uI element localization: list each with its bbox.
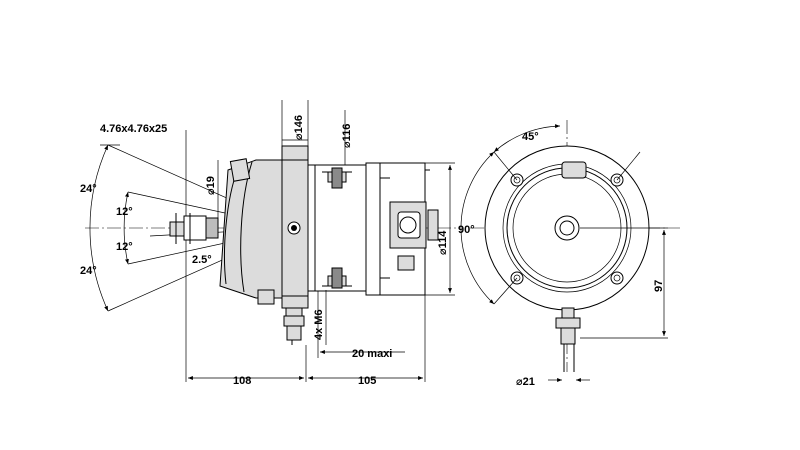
flange xyxy=(281,145,309,309)
length-rear-label: 105 xyxy=(358,375,376,387)
angle-12-lower: 12° xyxy=(116,241,133,253)
shaft-tip xyxy=(169,213,219,244)
bolt-angle-label: 45° xyxy=(522,131,539,143)
outlet-dia-label: ⌀21 xyxy=(516,376,535,388)
dia-116-label: ⌀116 xyxy=(341,124,353,148)
dia-19-label: ⌀19 xyxy=(205,176,217,195)
side-view: 4.76x4.76x25 24° 12° 12° 24° 2.5° ⌀19 ⌀1… xyxy=(80,100,460,387)
dia-146-label: ⌀146 xyxy=(293,115,305,140)
helm-housing xyxy=(219,158,283,305)
angle-24-lower: 24° xyxy=(80,265,97,277)
side-labels: 4.76x4.76x25 24° 12° 12° 24° 2.5° ⌀19 ⌀1… xyxy=(80,115,449,387)
side-dimensions xyxy=(185,100,455,382)
bolt-arc-label: 90° xyxy=(458,224,475,236)
offset-label: 20 maxi xyxy=(352,348,392,360)
angle-24-upper: 24° xyxy=(80,183,97,195)
angle-2-5: 2.5° xyxy=(192,254,212,266)
outlet-offset-label: 97 xyxy=(653,280,665,292)
bolts-label: 4x M6 xyxy=(313,309,325,340)
front-view: 45° 90° 97 ⌀21 xyxy=(458,120,680,388)
length-front-label: 108 xyxy=(233,375,251,387)
lower-fitting xyxy=(283,307,305,345)
angle-12-upper: 12° xyxy=(116,206,133,218)
body xyxy=(307,164,367,292)
dia-114-label: ⌀114 xyxy=(437,230,449,255)
key-size-label: 4.76x4.76x25 xyxy=(100,123,167,135)
rear-body xyxy=(365,162,439,296)
front-outlet xyxy=(555,307,581,372)
